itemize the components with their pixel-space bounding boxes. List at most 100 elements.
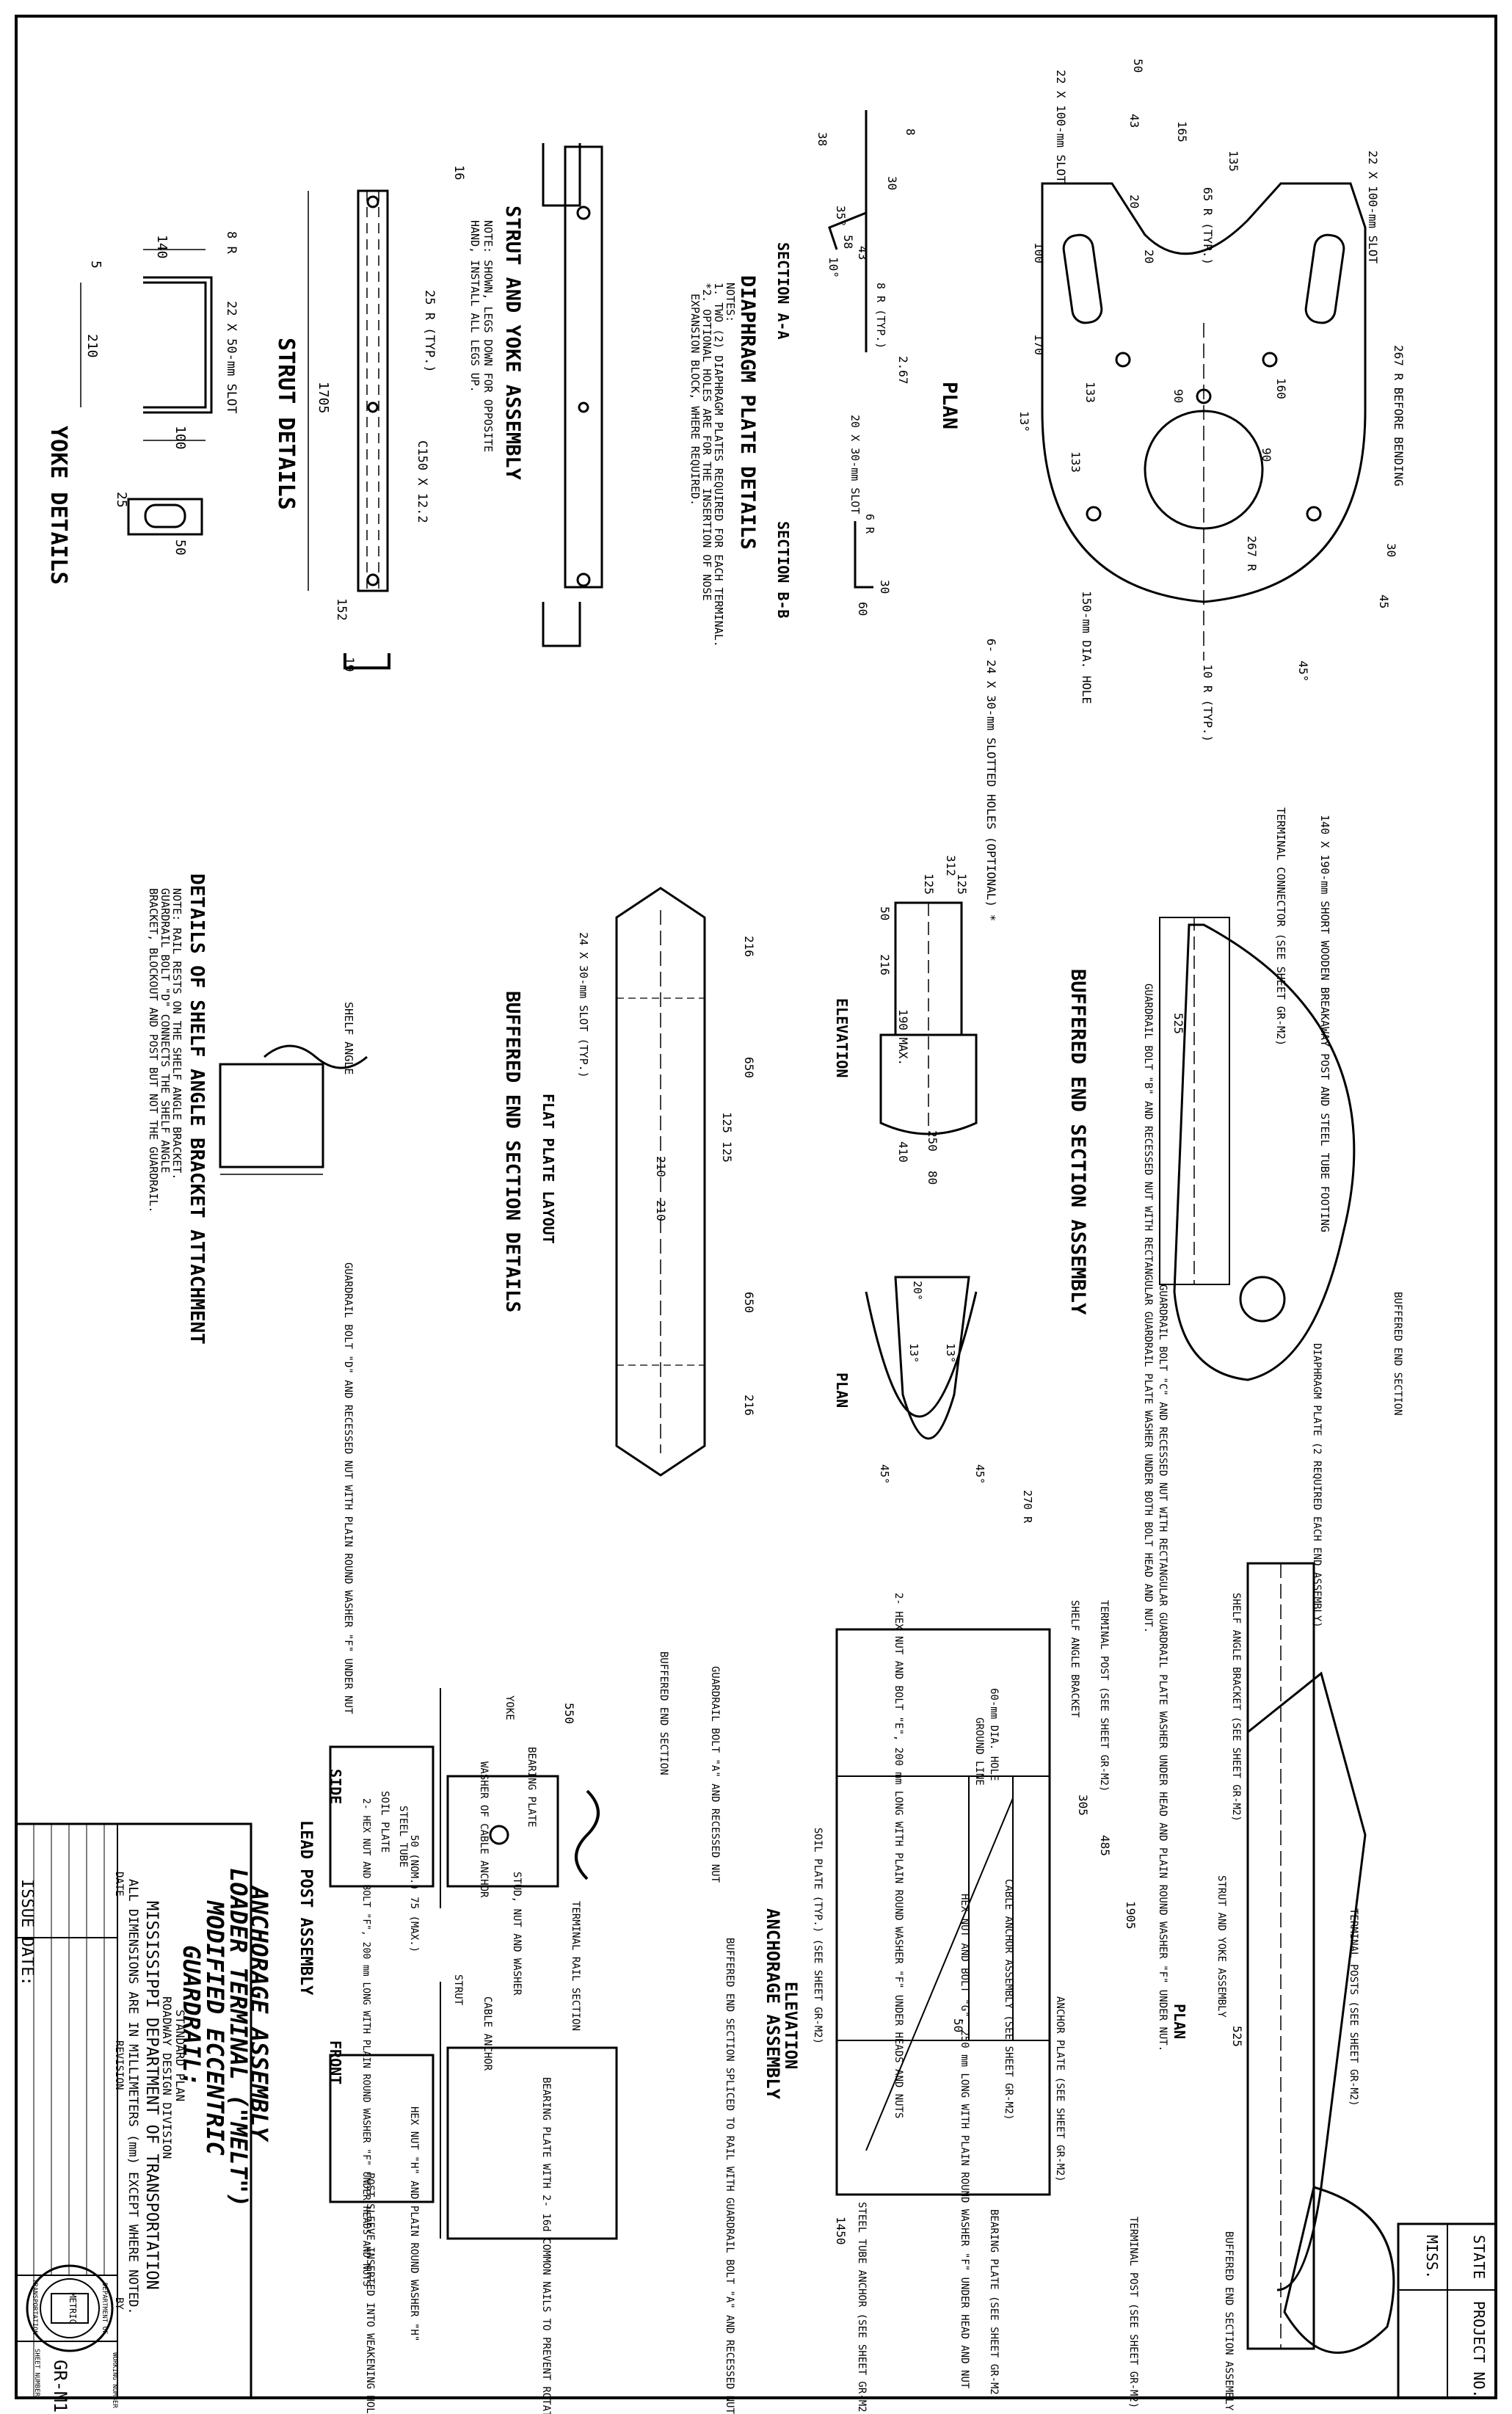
callout-hex-nut-bolt-g: HEX NUT AND BOLT "G", 250 mm LONG WITH P… <box>959 1894 970 2389</box>
dim-be-125b: 125 <box>955 873 969 895</box>
yoke-details-title: YOKE DETAILS <box>46 426 71 585</box>
callout-shelf-angle: SHELF ANGLE <box>342 1002 355 1075</box>
callout-terminal-post: TERMINAL POST (SEE SHEET GR-M2) <box>1098 1600 1110 1792</box>
callout-radius-65: 65 R (TYP.) <box>1201 187 1215 265</box>
dim-be-410: 410 <box>896 1141 910 1163</box>
callout-terminal-posts: TERMINAL POSTS (SEE SHEET GR-M2) <box>1348 1908 1359 2106</box>
callout-short-wooden-post: 140 X 190-mm SHORT WOODEN BREAKAWAY POST… <box>1318 815 1331 1232</box>
dim-plan-43: 43 <box>1127 114 1141 128</box>
strut-yoke-assembly-title: STRUT AND YOKE ASSEMBLY <box>501 206 524 481</box>
flat-plate-layout-drawing <box>615 887 706 1477</box>
callout-terminal-connector: TERMINAL CONNECTOR (SEE SHEET GR-M2) <box>1274 807 1287 1046</box>
callout-guardrail-bolt-d: GUARDRAIL BOLT "D" AND RECESSED NUT WITH… <box>342 1262 354 1715</box>
anchorage-plan-drawing <box>1246 1562 1395 2354</box>
flat-plate-layout-title: FLAT PLATE LAYOUT <box>539 1094 557 1244</box>
callout-steel-tube: STEEL TUBE ANCHOR (SEE SHEET GR-M2) <box>856 2202 868 2414</box>
callout-nom-max: 50 (NOM.) 75 (MAX.) <box>408 1835 420 1952</box>
division-name: ROADWAY DESIGN DIVISION <box>160 1996 174 2159</box>
callout-soil-plate-2: SOIL PLATE <box>379 1791 390 1853</box>
buffered-end-plan-drawing <box>865 1276 978 1440</box>
diaphragm-title: DIAPHRAGM PLATE DETAILS <box>736 275 759 550</box>
strut-yoke-note-1: NOTE: SHOWN, LEGS DOWN FOR OPPOSITE <box>481 220 495 452</box>
section-bb-drawing <box>854 521 873 589</box>
dim-plan-160: 160 <box>1274 378 1288 399</box>
callout-washer-cable: WASHER OF CABLE ANCHOR <box>478 1762 490 1898</box>
strut-yoke-note-2: HAND, INSTALL ALL LEGS UP. <box>468 220 481 393</box>
diaphragm-plan-title: PLAN <box>938 382 961 429</box>
dimensions-note: ALL DIMENSIONS ARE IN MILLIMETERS (mm) E… <box>126 1879 140 2315</box>
dim-strut-16: 16 <box>451 165 466 180</box>
sheet-title-line-4: ANCHORAGE ASSEMBLY <box>245 1885 273 2143</box>
mdot-metric-seal: METRIC DEPARTMENT OF TRANSPORTATION <box>26 2264 114 2352</box>
working-number-label: WORKING NUMBER <box>111 2352 118 2408</box>
callout-bearing-plate: BEARING PLATE (SEE SHEET GR-M2) <box>988 2209 1000 2401</box>
dim-be-190: 190 MAX. <box>896 1009 910 1066</box>
dim-sec-35: 35° <box>834 206 848 227</box>
dim-secb-60: 60 <box>856 602 870 616</box>
dim-fp-650a: 650 <box>742 1057 756 1078</box>
plan-type: STANDARD PLAN <box>173 2010 187 2101</box>
callout-radius-6: 6 R <box>863 514 876 534</box>
callout-yoke: YOKE <box>504 1695 515 1720</box>
callout-buffered-spliced: BUFFERED END SECTION SPLICED TO RAIL WIT… <box>724 1938 735 2414</box>
dim-an-50: 50 <box>951 2018 965 2032</box>
dim-plan-30: 30 <box>1384 543 1398 557</box>
callout-slot-22x100-b: 22 X 100-mm SLOT <box>1054 70 1068 183</box>
dim-plan-100: 100 <box>1032 242 1046 263</box>
dim-fp-125a: 125 <box>720 1112 734 1133</box>
front-view-label: FRONT <box>327 2040 344 2084</box>
lead-post-front-drawing <box>329 1982 618 2240</box>
dim-lp-550: 550 <box>562 1703 576 1724</box>
lead-post-assembly-title: LEAD POST ASSEMBLY <box>297 1820 315 1996</box>
sheet-number-label: SHEET NUMBER <box>33 2349 40 2397</box>
callout-buffered-end-section: BUFFERED END SECTION <box>1392 1292 1403 1416</box>
callout-post-sleeve: POST SLEEVE INSERTED INTO WEAKENING HOLE <box>364 2173 376 2414</box>
callout-radius-8: 8 R (TYP.) <box>874 283 887 349</box>
buffered-end-assembly-drawing <box>1159 917 1356 1381</box>
callout-stud-nut: STUD, NUT AND WASHER <box>511 1872 523 1996</box>
callout-slot-24x30: 24 X 30-mm SLOT (TYP.) <box>577 932 590 1078</box>
dim-secb-30: 30 <box>878 580 892 594</box>
callout-bearing-plate-nails: BEARING PLATE WITH 2- 16d COMMON NAILS T… <box>540 2077 552 2414</box>
callout-shelf-angle-bracket-2: SHELF ANGLE BRACKET <box>1069 1600 1080 1718</box>
dim-plan-13: 13° <box>1017 411 1031 432</box>
dim-fp-216b: 216 <box>742 1395 756 1416</box>
callout-slot-20x30: 20 X 30-mm SLOT <box>848 415 862 514</box>
callout-267-before-bending: 267 R BEFORE BENDING <box>1392 345 1406 487</box>
callout-strut-radius: 25 R (TYP.) <box>422 290 437 373</box>
dim-be-216: 216 <box>878 954 892 975</box>
callout-slot-22x100-a: 22 X 100-mm SLOT <box>1366 150 1380 263</box>
dim-fp-210a: 210 <box>654 1156 668 1177</box>
callout-guardrail-bolt-b: GUARDRAIL BOLT "B" AND RECESSED NUT WITH… <box>1142 984 1154 1633</box>
dim-be-125a: 125 <box>922 873 936 895</box>
callout-radius-10: 10 R (TYP.) <box>1201 664 1215 742</box>
revision-column-label: REVISION <box>113 2040 125 2090</box>
dim-be-312: 312 <box>944 855 958 876</box>
dim-be-80: 80 <box>926 1171 939 1185</box>
callout-hex-nut-f: 2- HEX NUT AND BOLT "F", 200 mm LONG WIT… <box>360 1798 371 2286</box>
callout-terminal-rail: TERMINAL RAIL SECTION <box>570 1901 581 2031</box>
callout-yoke-radius: 8 R <box>224 231 239 254</box>
dim-plan-165: 165 <box>1175 121 1189 142</box>
dim-plan-90b: 90 <box>1260 448 1273 462</box>
dim-plan-45a: 45 <box>1377 595 1391 608</box>
callout-terminal-post-2: TERMINAL POST (SEE SHEET GR-M2) <box>1127 2217 1139 2408</box>
strut-yoke-assembly-view <box>542 143 603 647</box>
dim-sec-58: 58 <box>841 235 855 249</box>
dim-bp-13b: 13° <box>944 1343 957 1363</box>
callout-shelf-angle-bracket: SHELF ANGLE BRACKET (SEE SHEET GR-M2) <box>1230 1593 1242 1822</box>
dim-be-525: 525 <box>1171 1013 1185 1034</box>
shelf-angle-note-1: NOTE: RAIL RESTS ON THE SHELF ANGLE BRAC… <box>170 888 183 1179</box>
callout-strut: STRUT <box>452 1974 464 2006</box>
diaphragm-note-2: *2. OPTIONAL HOLES ARE FOR THE INSERTION… <box>700 283 713 600</box>
dim-bp-13a: 13° <box>907 1343 920 1363</box>
dim-an-305: 305 <box>1076 1795 1090 1816</box>
state-value: MISS. <box>1423 2235 1441 2279</box>
callout-cable-anchor-assembly: CABLE ANCHOR ASSEMBLY (SEE SHEET GR-M2) <box>1003 1879 1014 2120</box>
sheet-title-line-1: GUARDRAIL: <box>178 1945 206 2087</box>
dim-plan-90a: 90 <box>1171 389 1185 403</box>
dim-yoke-5: 5 <box>88 261 103 269</box>
dim-be-250: 250 <box>926 1130 939 1152</box>
shelf-angle-title: DETAILS OF SHELF ANGLE BRACKET ATTACHMEN… <box>186 873 208 1345</box>
dim-fp-210b: 210 <box>654 1200 668 1221</box>
